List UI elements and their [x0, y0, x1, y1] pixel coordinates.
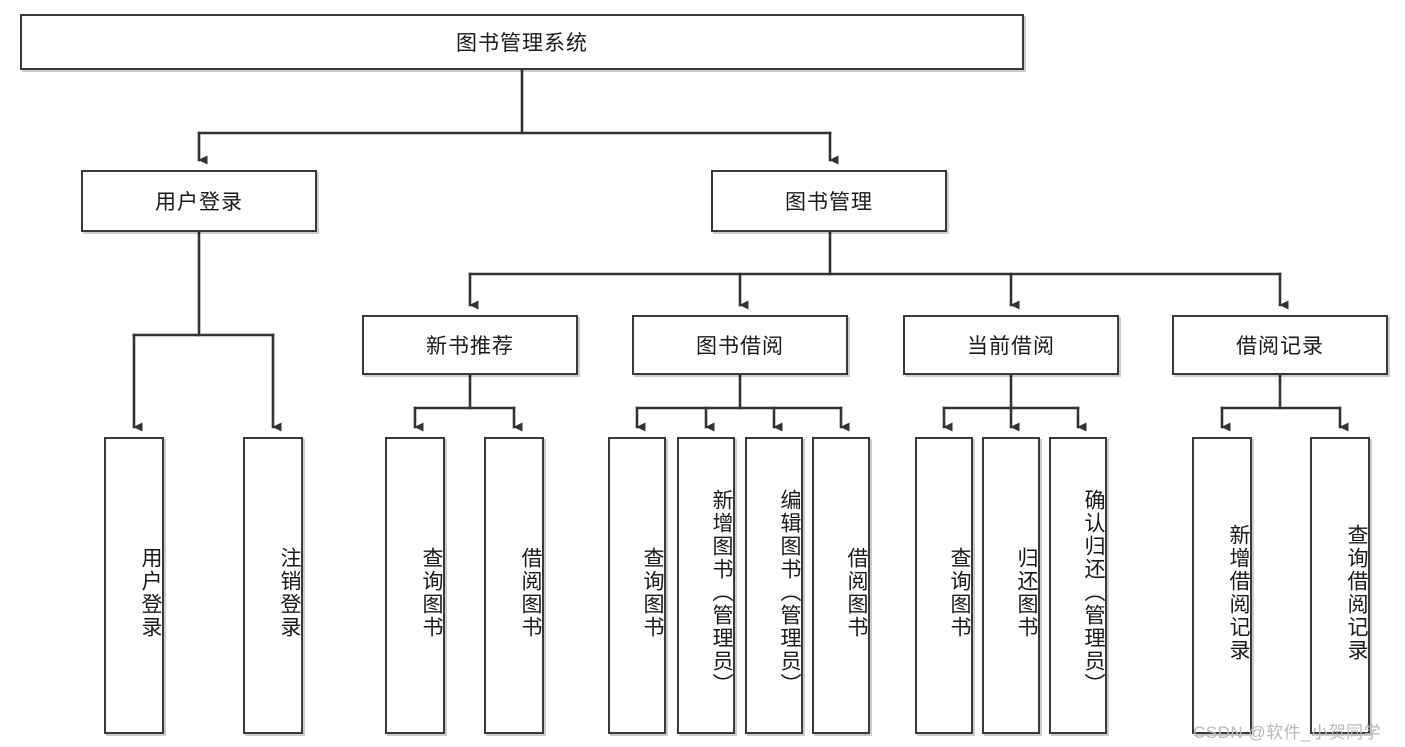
node-borrow-record[interactable]: 借阅记录 — [1172, 315, 1388, 375]
leaf-confirm-return-admin[interactable]: 确认归还（管理员） — [1049, 437, 1107, 734]
node-root-label: 图书管理系统 — [456, 32, 588, 55]
node-new-book-recommend-label: 新书推荐 — [426, 335, 514, 358]
leaf-add-borrow-record-label: 新增借阅记录 — [1227, 523, 1250, 662]
leaf-user-login[interactable]: 用户登录 — [104, 437, 164, 734]
node-book-management[interactable]: 图书管理 — [711, 170, 947, 232]
leaf-borrow-book[interactable]: 借阅图书 — [812, 437, 870, 734]
node-user-login[interactable]: 用户登录 — [81, 170, 317, 232]
leaf-query-book-current-label: 查询图书 — [948, 546, 971, 639]
node-new-book-recommend[interactable]: 新书推荐 — [362, 315, 578, 375]
leaf-query-borrow-record-label: 查询借阅记录 — [1345, 523, 1368, 662]
leaf-add-book-admin[interactable]: 新增图书（管理员） — [677, 437, 735, 734]
leaf-borrow-book-new-label: 借阅图书 — [519, 546, 542, 639]
leaf-query-book-new[interactable]: 查询图书 — [385, 437, 445, 734]
leaf-query-book-new-label: 查询图书 — [420, 546, 443, 639]
leaf-edit-book-admin[interactable]: 编辑图书（管理员） — [745, 437, 803, 734]
leaf-borrow-book-new[interactable]: 借阅图书 — [484, 437, 544, 734]
leaf-return-book-label: 归还图书 — [1015, 546, 1038, 639]
leaf-add-book-admin-label: 新增图书（管理员） — [710, 489, 733, 696]
leaf-logout-label: 注销登录 — [278, 546, 301, 639]
leaf-query-borrow-record[interactable]: 查询借阅记录 — [1310, 437, 1370, 734]
leaf-query-book-current[interactable]: 查询图书 — [915, 437, 973, 734]
leaf-edit-book-admin-label: 编辑图书（管理员） — [778, 489, 801, 696]
node-book-borrow-label: 图书借阅 — [696, 335, 784, 358]
node-book-management-label: 图书管理 — [785, 191, 873, 214]
node-borrow-record-label: 借阅记录 — [1236, 335, 1324, 358]
leaf-add-borrow-record[interactable]: 新增借阅记录 — [1192, 437, 1252, 734]
leaf-query-book-label: 查询图书 — [641, 546, 664, 639]
leaf-borrow-book-label: 借阅图书 — [845, 546, 868, 639]
leaf-return-book[interactable]: 归还图书 — [982, 437, 1040, 734]
node-book-borrow[interactable]: 图书借阅 — [632, 315, 848, 375]
leaf-logout[interactable]: 注销登录 — [243, 437, 303, 734]
watermark: CSDN @软件_小贺同学 — [1193, 723, 1382, 742]
node-current-borrow[interactable]: 当前借阅 — [903, 315, 1119, 375]
leaf-user-login-label: 用户登录 — [139, 546, 162, 639]
leaf-confirm-return-admin-label: 确认归还（管理员） — [1082, 489, 1105, 696]
node-root[interactable]: 图书管理系统 — [20, 14, 1024, 70]
node-current-borrow-label: 当前借阅 — [967, 335, 1055, 358]
node-user-login-label: 用户登录 — [155, 191, 243, 214]
leaf-query-book[interactable]: 查询图书 — [608, 437, 666, 734]
